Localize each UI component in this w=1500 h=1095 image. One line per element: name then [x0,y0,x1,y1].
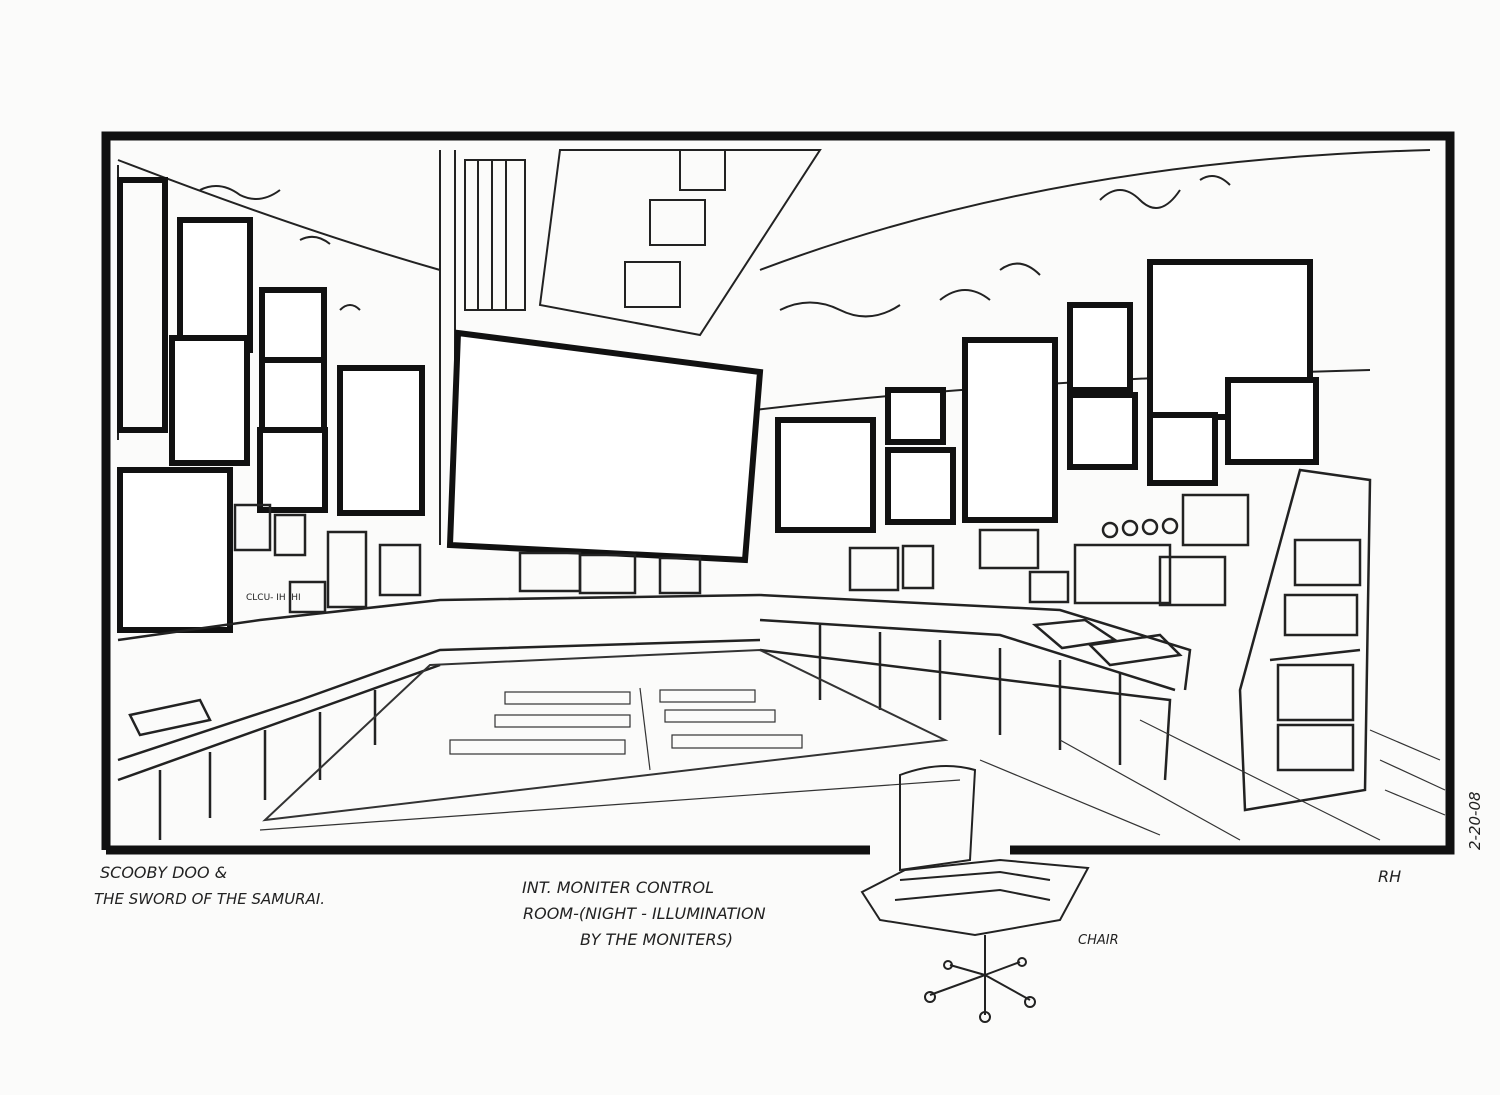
console-desks [117,468,1372,840]
monitor [117,177,168,433]
monitor [775,417,876,533]
monitor [117,467,233,633]
monitor [259,357,327,438]
project-title-line1: SCOOBY DOO & [100,863,227,882]
chair-drawing [860,765,1090,1023]
date-stamp: 2-20-08 [1466,791,1484,850]
monitor [257,427,328,513]
console-label: CLCU- IH IHI [246,593,301,603]
scene-description-line3: BY THE MONITERS) [580,930,733,949]
monitor [885,447,956,525]
monitor [177,217,253,353]
monitor [169,335,250,466]
scene-description-line1: INT. MONITER CONTROL [522,878,714,897]
monitor [1225,377,1319,465]
artist-initials: RH [1378,867,1401,886]
monitor [337,365,425,516]
panel-frame [101,131,1455,855]
wall-monitors [117,177,1319,633]
chair-label: CHAIR [1078,933,1119,948]
scene-description-line2: ROOM-(NIGHT - ILLUMINATION [523,904,766,923]
project-title-line2: THE SWORD OF THE SAMURAI. [94,890,325,908]
floor [259,648,1446,841]
monitor [962,337,1058,523]
monitor [1147,412,1218,486]
main-screen [446,329,764,564]
monitor [1067,392,1138,470]
monitor [885,387,946,445]
monitor [1067,302,1133,393]
